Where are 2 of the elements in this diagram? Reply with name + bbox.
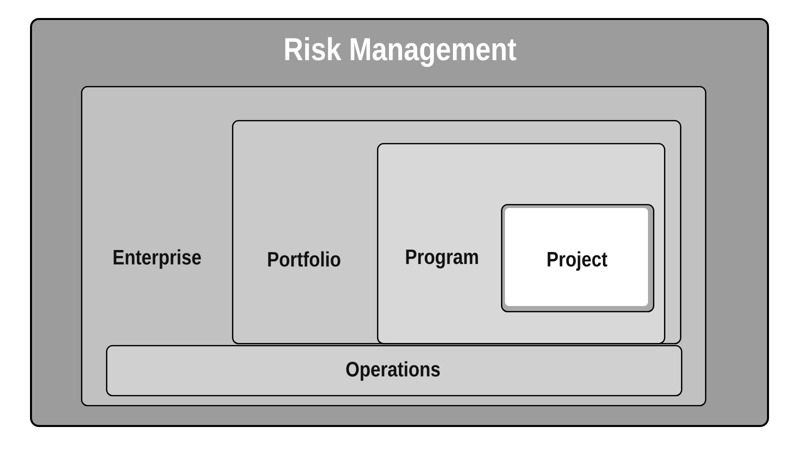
inner-box: Project [501,204,654,312]
wide-bar: Operations [106,345,682,396]
